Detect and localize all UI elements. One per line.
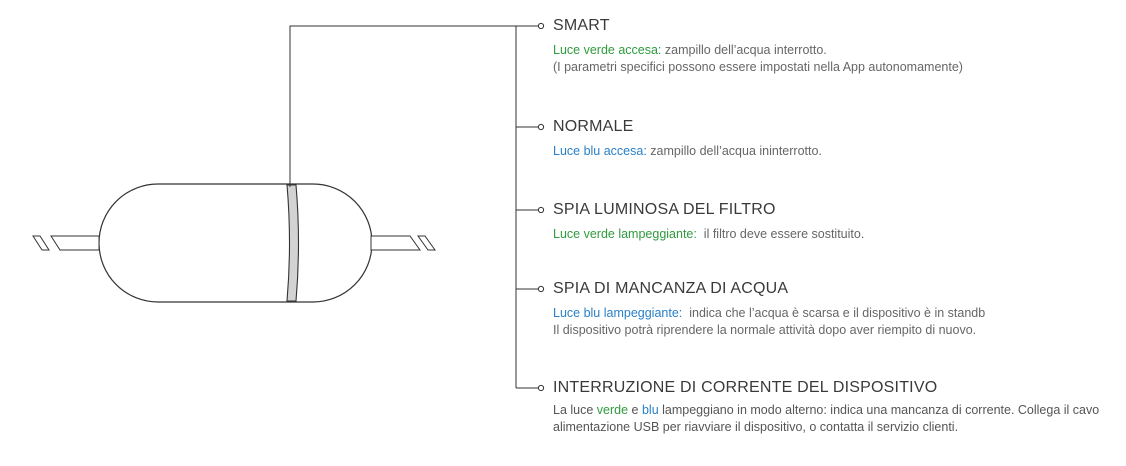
callout-title: NORMALE (553, 118, 634, 135)
callout-water-shortage: SPIA DI MANCANZA DI ACQUA Luce blu lampe… (553, 279, 985, 339)
status-text: zampillo dell’acqua ininterrotto. (646, 144, 822, 158)
callout-title: INTERRUZIONE DI CORRENTE DEL DISPOSITIVO (553, 379, 938, 396)
device-body (98, 183, 373, 303)
indicator-band (286, 184, 300, 302)
leader-end-4 (537, 285, 545, 293)
status-highlight: Luce blu accesa: (553, 144, 647, 158)
green-word: verde (596, 403, 629, 417)
callout-title: SPIA DI MANCANZA DI ACQUA (553, 280, 789, 297)
status-highlight: Luce verde accesa: (553, 43, 662, 57)
leader-end-2 (537, 123, 545, 131)
status-highlight: Luce verde lampeggiante: (553, 227, 697, 241)
callout-description: Luce blu lampeggiante: indica che l’acqu… (553, 305, 985, 339)
leader-end-5 (537, 384, 545, 392)
callout-power-outage: INTERRUZIONE DI CORRENTE DEL DISPOSITIVO… (553, 378, 1113, 436)
callout-normale: NORMALE Luce blu accesa: zampillo dell’a… (553, 117, 822, 160)
callout-description: La luce verde e blu lampeggiano in modo … (553, 403, 1100, 434)
status-text: indica che l’acqua è scarsa e il disposi… (682, 306, 986, 320)
leader-end-3 (537, 206, 545, 214)
left-connector-large (50, 235, 100, 251)
callout-description: Luce blu accesa: zampillo dell’acqua ini… (553, 143, 822, 160)
status-highlight: Luce blu lampeggiante: (553, 306, 683, 320)
status-note: (I parametri specifici possono essere im… (553, 60, 963, 74)
right-connector-large (370, 235, 421, 251)
callout-title: SMART (553, 17, 610, 34)
status-text: zampillo dell’acqua interrotto. (661, 43, 827, 57)
callout-title: SPIA LUMINOSA DEL FILTRO (553, 201, 776, 218)
left-connector-small (32, 235, 50, 251)
status-text: il filtro deve essere sostituito. (696, 227, 865, 241)
leader-line-main (289, 25, 516, 187)
status-note: Il dispositivo potrà riprendere la norma… (553, 323, 977, 337)
leader-end-1 (537, 22, 545, 30)
callout-description: Luce verde lampeggiante: il filtro deve … (553, 226, 864, 243)
callout-filter-light: SPIA LUMINOSA DEL FILTRO Luce verde lamp… (553, 200, 864, 243)
callout-smart: SMART Luce verde accesa: zampillo dell’a… (553, 16, 963, 76)
callout-description: Luce verde accesa: zampillo dell’acqua i… (553, 42, 963, 76)
blue-word: blu (641, 403, 659, 417)
right-connector-small (417, 235, 436, 251)
